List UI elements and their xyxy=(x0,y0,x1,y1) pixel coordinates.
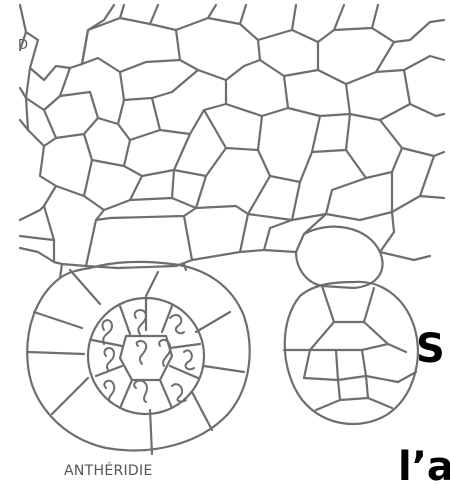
basal-cell-row xyxy=(20,208,430,288)
antheridium xyxy=(27,262,249,454)
slide-text-fragment-2: l’a xyxy=(398,444,450,485)
slide-text-fragment-1: S xyxy=(416,326,445,372)
antherozoids xyxy=(103,310,194,402)
young-gametangium xyxy=(284,282,418,424)
thallus-cell-network xyxy=(20,5,444,240)
antheridium-caption: ANTHÉRIDIE xyxy=(64,462,153,479)
